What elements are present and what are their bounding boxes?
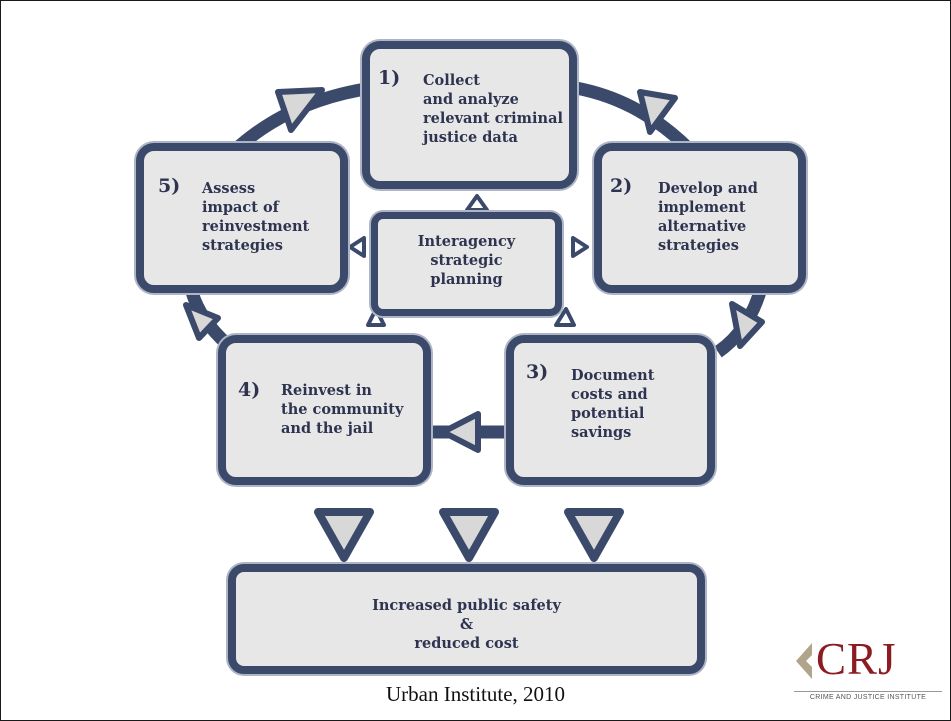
down-arrow-middle [439,508,499,562]
down-arrow-left [314,508,374,562]
source-caption: Urban Institute, 2010 [385,682,566,706]
center-box: Interagency strategic planning [371,212,562,316]
arrow-1-to-2 [637,89,678,135]
step-3-box: 3) Document costs and potential savings [506,335,715,485]
step-5-box: 5) Assess impact of reinvestment strateg… [136,143,348,293]
arrow-3-to-4 [440,411,481,453]
step-3-number: 3) [526,361,549,383]
step-2-box: 2) Develop and implement alternative str… [594,143,806,293]
step-3-text: Document costs and potential savings [571,367,655,441]
arc-1-to-2 [574,81,695,155]
step-1-number: 1) [378,67,401,89]
step-2-text: Develop and implement alternative strate… [658,180,758,254]
step-5-number: 5) [158,175,181,197]
step-4-number: 4) [238,379,261,401]
logo-letters: CRJ [816,634,897,684]
logo-tagline: CRIME AND JUSTICE INSTITUTE [794,691,942,701]
center-arrow-left [348,236,366,258]
center-arrow-up [465,194,489,212]
arrow-4-to-5 [183,302,221,341]
step-1-box: 1) Collect and analyze relevant criminal… [362,41,577,189]
arrow-5-to-1 [275,87,325,133]
step-1-text: Collect and analyze relevant criminal ju… [423,72,563,146]
center-arrow-down-right [554,307,576,327]
step-2-number: 2) [610,175,633,197]
center-arrow-right [571,236,589,258]
center-arrow-down-left [366,307,386,327]
step-4-text: Reinvest in the community and the jail [281,382,404,437]
outcome-text: Increased public safety & reduced cost [372,597,561,652]
logo-mark-icon [796,643,812,679]
cji-logo: CRJ CRIME AND JUSTICE INSTITUTE [794,633,944,705]
step-4-box: 4) Reinvest in the community and the jai… [218,335,431,485]
center-text: Interagency strategic planning [417,233,516,288]
step-5-text: Assess impact of reinvestment strategies [202,180,310,254]
down-arrow-right [564,508,624,562]
outcome-box: Increased public safety & reduced cost [228,564,705,674]
arrow-2-to-3 [729,301,765,349]
